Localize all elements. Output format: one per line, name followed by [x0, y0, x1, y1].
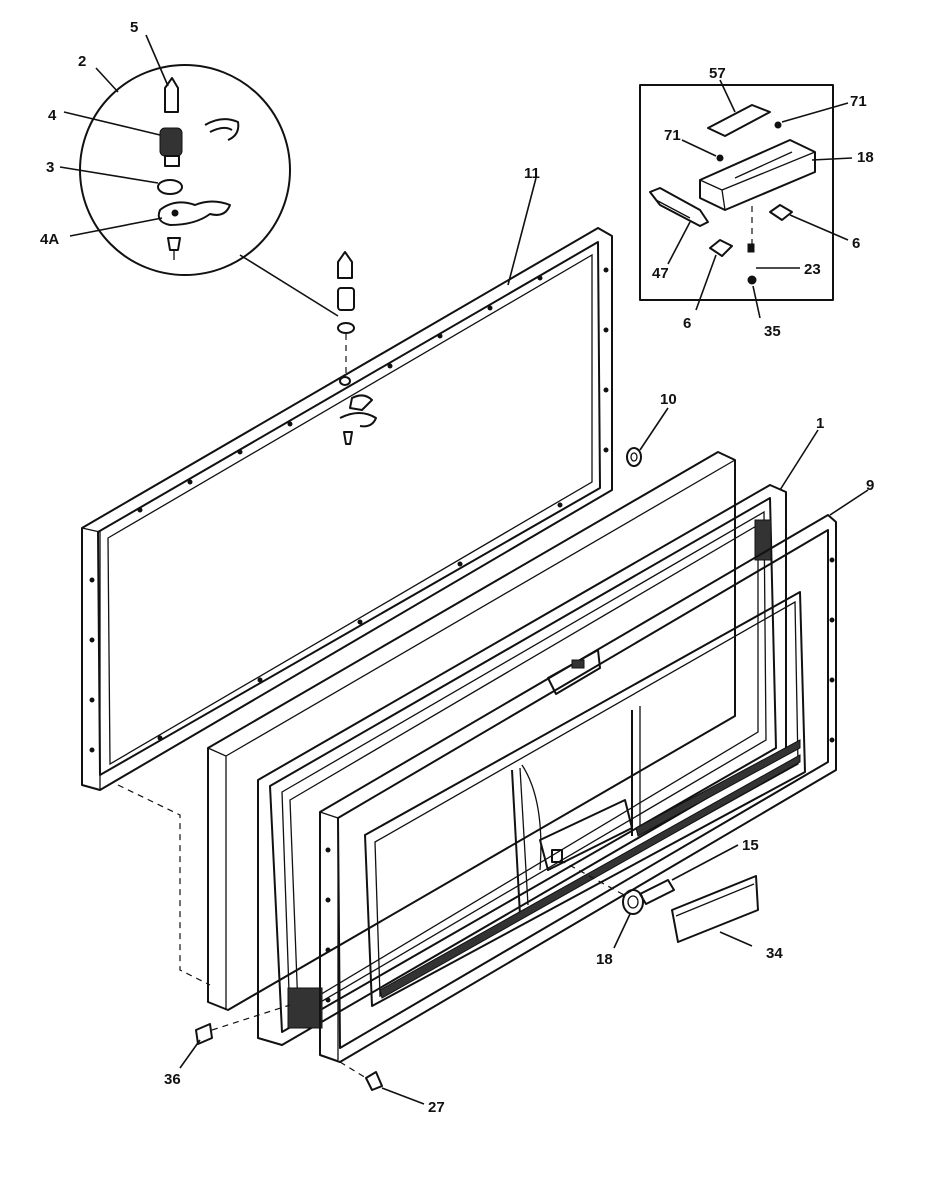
part-10-bumper — [626, 447, 642, 467]
callout-34: 34 — [766, 945, 783, 962]
part-34-handle-trim — [671, 875, 759, 943]
callout-18-bottom: 18 — [596, 951, 613, 968]
callout-35: 35 — [764, 323, 781, 340]
part-18-lock — [559, 859, 675, 915]
callout-15: 15 — [742, 837, 759, 854]
callout-9: 9 — [866, 477, 874, 494]
callout-71-right: 71 — [850, 93, 867, 110]
callout-4: 4 — [48, 107, 57, 124]
callout-18-top: 18 — [857, 149, 874, 166]
part-11-lid-frame — [81, 227, 613, 791]
callout-71-left: 71 — [664, 127, 681, 144]
callout-36: 36 — [164, 1071, 181, 1088]
callout-10: 10 — [660, 391, 677, 408]
hinge-detail-inset — [79, 64, 291, 276]
leader-lines — [59, 34, 869, 1105]
hinge-kit-inset — [639, 84, 834, 301]
liner-panel — [207, 451, 736, 1011]
door-hinge-parts — [337, 251, 377, 445]
part-1-gasket — [257, 484, 787, 1046]
callout-6-right: 6 — [852, 235, 860, 252]
part-27-screw — [339, 1061, 383, 1091]
callout-57: 57 — [709, 65, 726, 82]
callout-4a: 4A — [40, 231, 59, 248]
callout-23: 23 — [804, 261, 821, 278]
callout-1: 1 — [816, 415, 824, 432]
part-36-clip — [195, 1004, 291, 1045]
callout-11: 11 — [524, 165, 540, 182]
alignment-line-left — [117, 784, 211, 986]
callout-2: 2 — [78, 53, 86, 70]
callout-47: 47 — [652, 265, 669, 282]
callout-labels: 5 2 4 3 4A 11 57 71 71 18 6 47 6 23 35 1… — [40, 19, 874, 1116]
detail-leader-line — [239, 254, 339, 317]
callout-6-bottom: 6 — [683, 315, 691, 332]
callout-27: 27 — [428, 1099, 445, 1116]
callout-3: 3 — [46, 159, 54, 176]
callout-5: 5 — [130, 19, 138, 36]
